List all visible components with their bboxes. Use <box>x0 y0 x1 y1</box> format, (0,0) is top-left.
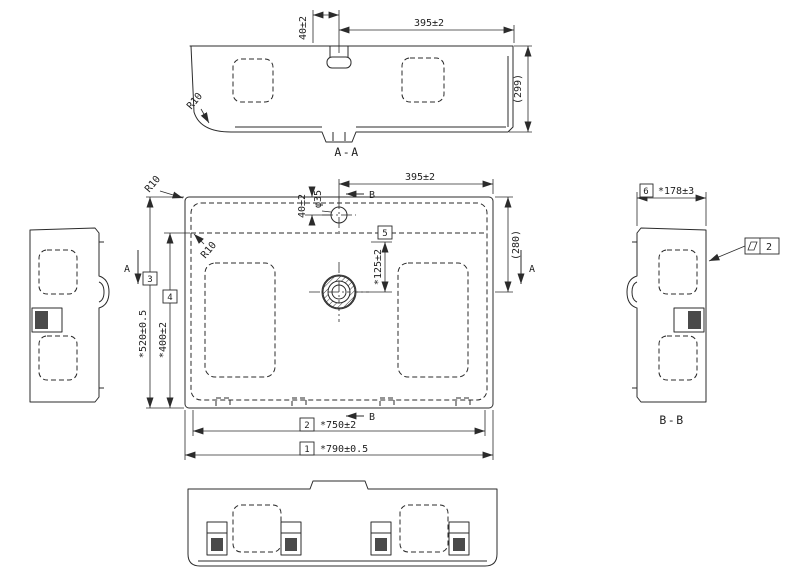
dim-750-plan <box>192 410 486 436</box>
dim-299-section <box>509 45 532 133</box>
side-clip-right <box>673 307 705 333</box>
flatness-value-label: 2 <box>766 242 772 253</box>
dim-790-plan-label: *790±0.5 <box>320 444 368 455</box>
hidden-pad-bottom <box>38 335 78 381</box>
dim-125-plan-label: *125±2 <box>373 249 384 285</box>
r10-plan-inner-label: R10 <box>199 240 219 261</box>
mount-clip <box>448 521 470 556</box>
drain <box>309 262 369 322</box>
dim-40-section <box>312 10 340 53</box>
mount-clip <box>280 521 302 556</box>
flag-box-790 <box>299 441 315 456</box>
flag-520-label: 3 <box>147 275 152 285</box>
r10-leader-inner <box>193 233 205 245</box>
plan-view: 40±2 φ35 395±2 (280) 5 *125±2 <box>124 172 535 460</box>
dim-395-plan-label: 395±2 <box>405 172 435 183</box>
r10-leader-outer <box>159 190 184 199</box>
dim-40-plan <box>305 186 331 226</box>
clip-mark <box>379 397 395 409</box>
pad-right <box>397 262 469 378</box>
dim-280-plan-label: (280) <box>511 230 522 260</box>
dim-395-plan <box>338 179 494 199</box>
hidden-pad-top <box>38 249 78 295</box>
mount-clip <box>206 521 228 556</box>
left-view-outline <box>29 227 110 403</box>
flag-790-label: 1 <box>304 445 309 455</box>
bottom-view <box>187 480 498 567</box>
r10-section-label: R10 <box>185 91 205 112</box>
dim-395-section-label: 395±2 <box>414 18 444 29</box>
r10-leader-section <box>200 108 210 124</box>
hidden-pad-left <box>232 58 274 103</box>
flag-box-750 <box>299 417 315 432</box>
section-aa-outline <box>189 45 514 143</box>
left-side-view <box>29 227 110 403</box>
flag-box-178 <box>639 183 654 198</box>
section-arrow-b-top: B <box>346 190 375 201</box>
dim-299-section-label: (299) <box>513 74 524 104</box>
dim-400-plan-label: *400±2 <box>158 322 169 358</box>
flatness-symbol-icon <box>747 241 758 251</box>
hidden-pad-right <box>399 504 449 553</box>
flag-box-125 <box>377 225 393 240</box>
faucet-slot-section <box>326 46 352 69</box>
dim-750-plan-label: *750±2 <box>320 420 356 431</box>
section-aa-view: 40±2 395±2 (299) R10 A-A <box>185 10 532 159</box>
flag-box-400 <box>162 289 178 304</box>
clip-mark <box>291 397 307 409</box>
dim-178 <box>636 192 707 226</box>
arrow-a-left-label: A <box>124 264 130 275</box>
mount-clip <box>370 521 392 556</box>
dim-40-section-label: 40±2 <box>298 16 309 40</box>
flatness-callout: 2 <box>708 237 780 262</box>
dim-395-section <box>339 25 515 43</box>
flag-125-label: 5 <box>382 229 387 239</box>
right-view-bump-inner <box>631 281 638 303</box>
r10-plan-outer-label: R10 <box>143 174 163 195</box>
dim-40-plan-label: 40±2 <box>297 194 308 218</box>
hidden-pad-left <box>232 504 282 553</box>
flag-750-label: 2 <box>304 421 309 431</box>
section-arrow-a-left: A <box>124 250 142 284</box>
arrow-a-right-label: A <box>529 264 535 275</box>
arrow-b-top-label: B <box>369 190 375 201</box>
flag-400-label: 4 <box>167 293 172 303</box>
section-arrow-a-right: A <box>517 250 535 284</box>
phi35-leader <box>321 210 332 213</box>
dim-400-plan <box>164 232 190 408</box>
dim-280-plan <box>495 196 513 293</box>
clip-mark <box>455 397 471 409</box>
dim-125-plan <box>357 241 392 293</box>
drain-hatch-ring <box>322 275 356 309</box>
bottom-view-outline <box>187 480 498 567</box>
dim-phi35-label: φ35 <box>313 190 324 208</box>
section-aa-title: A-A <box>334 145 359 159</box>
pad-left <box>204 262 276 378</box>
section-arrow-b-bottom: B <box>346 412 375 423</box>
dim-520-plan-label: *520±0.5 <box>138 310 149 358</box>
dim-178-label: *178±3 <box>658 186 694 197</box>
clip-mark <box>215 397 231 409</box>
flag-178-label: 6 <box>643 187 648 197</box>
right-side-view: 6 *178±3 2 B-B <box>626 183 780 427</box>
dim-790-plan <box>184 410 494 460</box>
section-bb-title: B-B <box>659 413 684 427</box>
left-view-bump-inner <box>98 281 105 303</box>
flag-box-520 <box>142 271 158 286</box>
hidden-pad-right <box>401 57 445 103</box>
hidden-pad-top <box>658 249 698 295</box>
hidden-pad-bottom <box>658 335 698 381</box>
side-clip-left <box>31 307 63 333</box>
right-view-outline <box>626 227 707 403</box>
arrow-b-bottom-label: B <box>369 412 375 423</box>
